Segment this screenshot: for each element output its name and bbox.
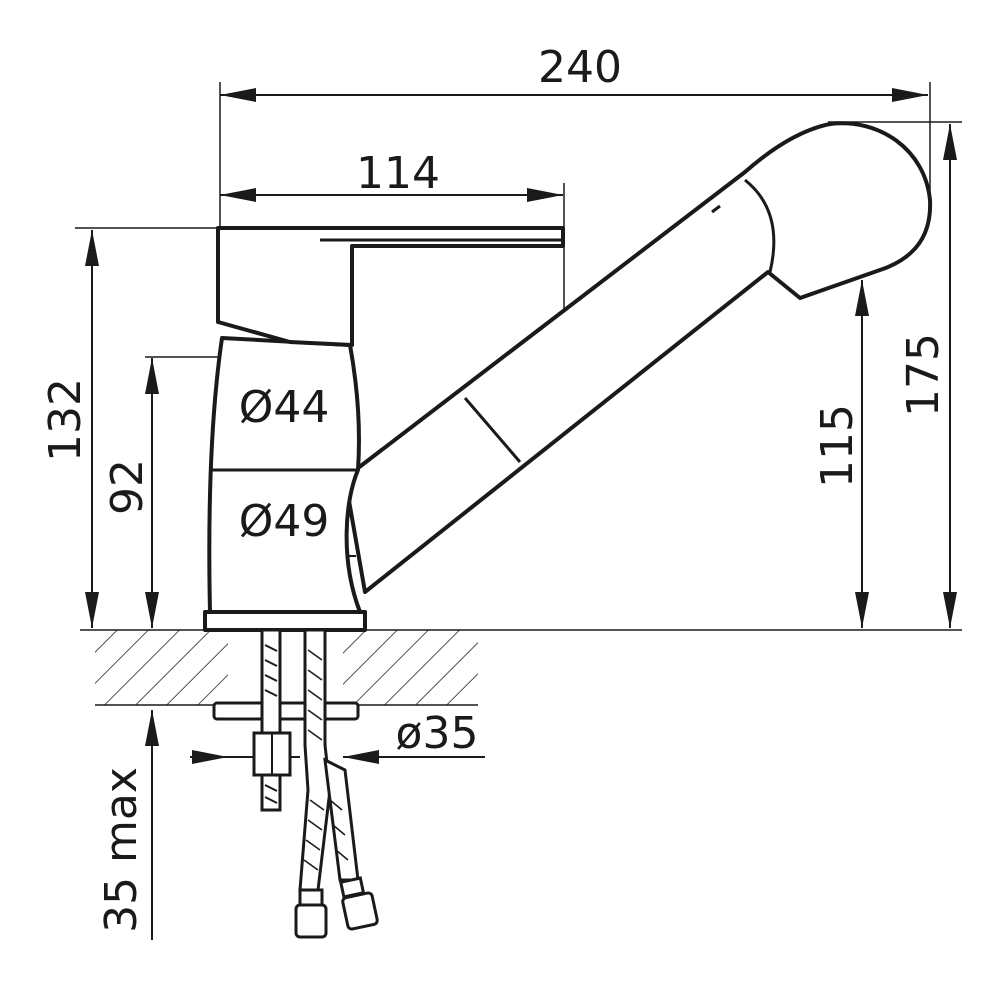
spout bbox=[343, 121, 933, 594]
label-132: 132 bbox=[40, 378, 91, 462]
label-115: 115 bbox=[812, 404, 863, 488]
counter-section bbox=[95, 630, 478, 706]
label-35max: 35 max bbox=[96, 767, 147, 933]
label-d44: Ø44 bbox=[239, 382, 330, 433]
handle bbox=[216, 226, 565, 347]
mounting-hardware bbox=[212, 628, 379, 939]
label-d35: ø35 bbox=[396, 708, 479, 759]
label-114: 114 bbox=[356, 148, 440, 199]
hose-2 bbox=[323, 757, 360, 882]
dimension-labels: 240 114 132 92 Ø44 Ø49 115 175 ø35 35 ma… bbox=[40, 42, 949, 933]
hose-nut-2 bbox=[341, 891, 379, 931]
label-92: 92 bbox=[102, 459, 153, 515]
label-175: 175 bbox=[898, 333, 949, 417]
label-240: 240 bbox=[538, 42, 622, 93]
spray-head-joint bbox=[744, 178, 776, 273]
hose-nut-1 bbox=[294, 903, 328, 939]
label-d49: Ø49 bbox=[239, 496, 330, 547]
faucet-body bbox=[203, 121, 933, 632]
base-plate bbox=[203, 610, 367, 632]
